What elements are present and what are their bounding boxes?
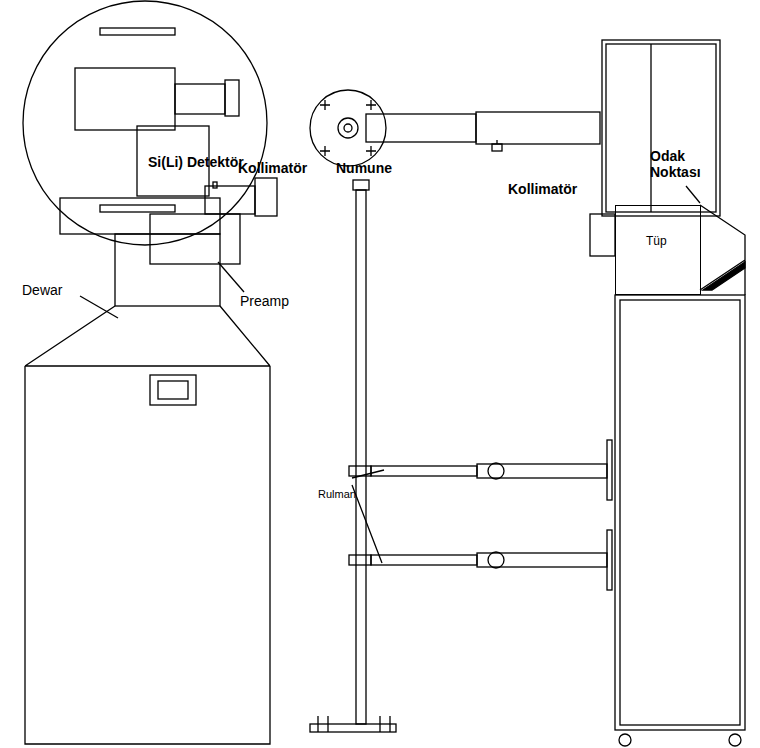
collimator bbox=[225, 80, 239, 116]
collimator bbox=[590, 214, 615, 256]
focal-point-label: Odak Noktası bbox=[650, 148, 720, 180]
bearing bbox=[349, 555, 371, 565]
arm bbox=[371, 555, 477, 565]
collimator-label: Kollimatör bbox=[238, 160, 307, 176]
knob bbox=[488, 552, 504, 568]
detector-tube bbox=[175, 84, 225, 114]
dewar-shoulder bbox=[25, 306, 270, 366]
pole bbox=[338, 118, 358, 138]
cabinet bbox=[615, 295, 745, 730]
pole-inner bbox=[344, 124, 352, 132]
base-plate bbox=[310, 90, 386, 166]
bearing-label: Rulman bbox=[318, 488, 356, 501]
bar bbox=[100, 28, 175, 35]
cabinet-inner bbox=[620, 300, 740, 725]
collimator-label: Kollimatör bbox=[508, 181, 577, 197]
knob bbox=[492, 144, 502, 151]
cabinet-top bbox=[602, 40, 720, 216]
dewar-label: Dewar bbox=[22, 282, 62, 298]
leader-line bbox=[686, 186, 700, 203]
leader-line bbox=[218, 262, 244, 292]
tube-stripe bbox=[703, 262, 745, 290]
bracket bbox=[607, 530, 612, 590]
wheel bbox=[619, 734, 631, 746]
screw-marks bbox=[320, 100, 376, 156]
preamp bbox=[150, 214, 240, 264]
detector-tab bbox=[213, 182, 217, 188]
wheel bbox=[729, 734, 741, 746]
preamp-label: Preamp bbox=[240, 293, 289, 309]
pole bbox=[356, 190, 366, 724]
sample-holder bbox=[353, 180, 369, 190]
top-view-circle bbox=[23, 1, 267, 245]
sample-label: Numune bbox=[336, 160, 392, 176]
dewar-handle bbox=[150, 375, 196, 405]
arm-sleeve bbox=[476, 112, 600, 144]
bar bbox=[100, 205, 175, 212]
arm bbox=[366, 114, 476, 142]
tube-cone bbox=[700, 205, 745, 295]
leader-line bbox=[352, 470, 384, 563]
detector-body bbox=[75, 68, 175, 130]
cabinet-top-inner bbox=[606, 44, 716, 212]
collimator bbox=[255, 178, 277, 216]
dewar-handle-inner bbox=[158, 381, 188, 399]
tube-box: Tüp bbox=[615, 205, 701, 295]
arm-sleeve bbox=[477, 553, 607, 567]
tube-text: Tüp bbox=[646, 234, 667, 248]
knob bbox=[488, 463, 504, 479]
arm bbox=[371, 466, 477, 476]
dewar-body bbox=[25, 366, 270, 744]
base bbox=[310, 724, 396, 732]
detector-housing bbox=[60, 198, 220, 234]
arm-sleeve bbox=[477, 464, 607, 478]
si-li-detector bbox=[205, 186, 255, 214]
dewar-neck bbox=[115, 234, 220, 306]
detector-label: Si(Li) Detektör bbox=[148, 154, 244, 170]
leader-line bbox=[80, 296, 118, 318]
bracket bbox=[607, 440, 612, 500]
